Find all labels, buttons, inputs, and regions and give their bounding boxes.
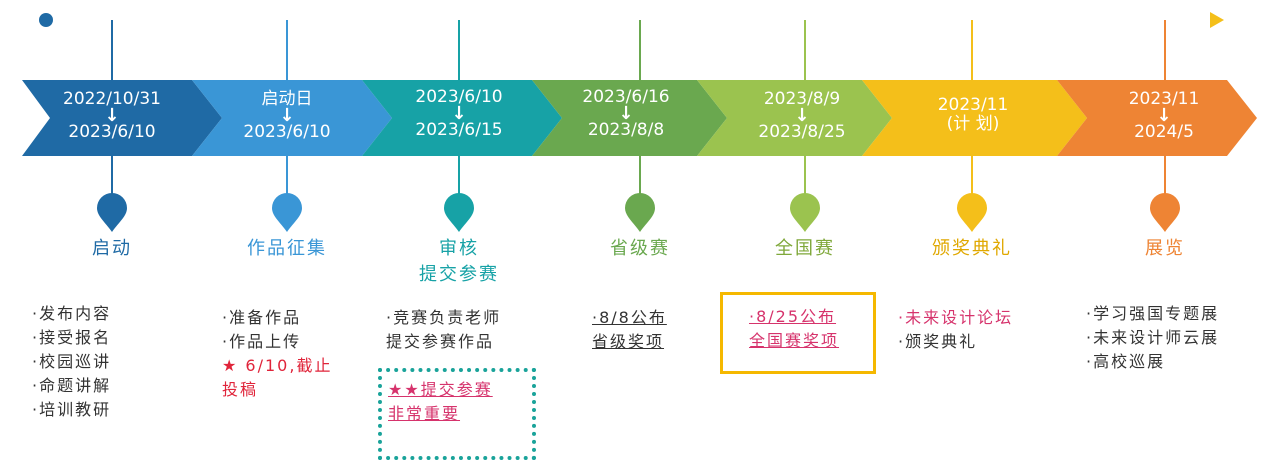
stage-6-pin-icon: [957, 193, 987, 232]
stage-3-dates: 2023/6/10 ↓ 2023/6/15: [389, 88, 529, 140]
stage-7-chevron: [1057, 80, 1257, 156]
stage-7-title: 展览: [1145, 238, 1185, 259]
stage-1-list: ·发布内容 ·接受报名 ·校园巡讲 ·命题讲解 ·培训教研: [32, 302, 111, 422]
deadline-note: ★ 6/10,截止: [222, 356, 333, 375]
stage-4-pin-icon: [625, 193, 655, 232]
callout-line: ★★提交参赛: [388, 380, 493, 399]
stage-5-title: 全国赛: [775, 238, 835, 259]
stage-6-chevron: [862, 80, 1087, 156]
list-item: ·8/8公布: [592, 308, 667, 327]
stage-1-pin-icon: [97, 193, 127, 232]
callout-line: 全国赛奖项: [749, 331, 840, 350]
stage-4-date-top: 2023/6/16: [582, 87, 670, 107]
stage-4-pin-group: [625, 20, 655, 232]
list-item: ·高校巡展: [1086, 352, 1166, 371]
stage-2-date-bottom: 2023/6/10: [243, 122, 331, 142]
stage-2-title: 作品征集: [247, 238, 327, 259]
stage-7-date-top: 2023/11: [1128, 89, 1200, 109]
list-item: ·发布内容: [32, 304, 112, 323]
timeline-start-dot: [39, 13, 53, 27]
stage-2-chevron: [192, 80, 392, 156]
stage-1-title: 启动: [92, 238, 132, 259]
down-arrow-icon: ↓: [794, 105, 810, 126]
callout-line: 非常重要: [388, 404, 461, 423]
stage-6-title: 颁奖典礼: [932, 238, 1012, 259]
down-arrow-icon: ↓: [618, 103, 634, 124]
stage-6-pin-group: [957, 20, 987, 232]
list-item: ·颁奖典礼: [898, 332, 978, 351]
stage-6-date-top: 2023/11: [937, 95, 1009, 115]
stage-6-date-bottom: (计 划): [946, 114, 1000, 134]
list-item: ·校园巡讲: [32, 352, 112, 371]
stage-7-list: ·学习强国专题展 ·未来设计师云展 ·高校巡展: [1086, 302, 1219, 374]
stage-2-pin-group: [272, 20, 302, 232]
stage-6-list: ·未来设计论坛 ·颁奖典礼: [898, 306, 1013, 354]
list-item: ·作品上传: [222, 332, 302, 351]
stage-4-dates: 2023/6/16 ↓ 2023/8/8: [556, 88, 696, 140]
stage-1-pin-group: [97, 20, 127, 232]
list-item: 省级奖项: [592, 332, 665, 351]
stage-5-date-top: 2023/8/9: [763, 89, 841, 109]
stage-3-chevron: [362, 80, 562, 156]
down-arrow-icon: ↓: [451, 103, 467, 124]
stage-3-pin-icon: [444, 193, 474, 232]
list-item: ·未来设计论坛: [898, 308, 1014, 327]
stage-4-title: 省级赛: [610, 238, 670, 259]
stage-1-chevron: [22, 80, 222, 156]
list-item: ·准备作品: [222, 308, 302, 327]
list-item: ·培训教研: [32, 400, 112, 419]
list-item: ·学习强国专题展: [1086, 304, 1220, 323]
stage-3-callout: ★★提交参赛 非常重要: [388, 378, 493, 426]
national-award-highlight-box: [720, 292, 876, 374]
stage-5-callout: ·8/25公布 全国赛奖项: [749, 305, 839, 353]
list-item: ·竞赛负责老师: [386, 308, 502, 327]
stage-7-pin-group: [1150, 20, 1180, 232]
stage-4-date-bottom: 2023/8/8: [587, 120, 665, 140]
stage-1-dates: 2022/10/31 ↓ 2023/6/10: [42, 90, 182, 142]
stage-1-date-top: 2022/10/31: [63, 89, 161, 109]
stage-5-dates: 2023/8/9 ↓ 2023/8/25: [732, 90, 872, 142]
stage-4-list: ·8/8公布 省级奖项: [592, 306, 667, 354]
stage-5-pin-icon: [790, 193, 820, 232]
down-arrow-icon: ↓: [104, 105, 120, 126]
stage-7-pin-icon: [1150, 193, 1180, 232]
stage-5-date-bottom: 2023/8/25: [758, 122, 846, 142]
stage-2-pin-icon: [272, 193, 302, 232]
stage-6-dates: 2023/11 (计 划): [903, 96, 1043, 134]
stage-2-dates: 启动日 ↓ 2023/6/10: [217, 90, 357, 142]
stage-3-title: 审核 提交参赛: [419, 238, 499, 285]
stage-3-pin-group: [444, 20, 474, 232]
stage-4-chevron: [532, 80, 727, 156]
stage-3-list: ·竞赛负责老师 提交参赛作品: [386, 306, 501, 354]
stage-7-date-bottom: 2024/5: [1134, 122, 1194, 142]
stage-5-chevron: [697, 80, 892, 156]
stage-2-date-top: 启动日: [261, 89, 313, 109]
down-arrow-icon: ↓: [1156, 105, 1172, 126]
list-item: ·接受报名: [32, 328, 112, 347]
stage-7-dates: 2023/11 ↓ 2024/5: [1094, 90, 1234, 142]
list-item: ·未来设计师云展: [1086, 328, 1220, 347]
important-callout-box: [378, 368, 536, 460]
stage-3-date-top: 2023/6/10: [415, 87, 503, 107]
down-arrow-icon: ↓: [279, 105, 295, 126]
timeline-end-arrow-icon: [1210, 12, 1224, 28]
callout-line: ·8/25公布: [749, 307, 837, 326]
stage-1-date-bottom: 2023/6/10: [68, 122, 156, 142]
list-item: 提交参赛作品: [386, 332, 495, 351]
list-item: ·命题讲解: [32, 376, 112, 395]
stage-3-date-bottom: 2023/6/15: [415, 120, 503, 140]
deadline-note-cont: 投稿: [222, 380, 259, 399]
stage-5-pin-group: [790, 20, 820, 232]
stage-2-list: ·准备作品 ·作品上传 ★ 6/10,截止 投稿: [222, 306, 332, 402]
